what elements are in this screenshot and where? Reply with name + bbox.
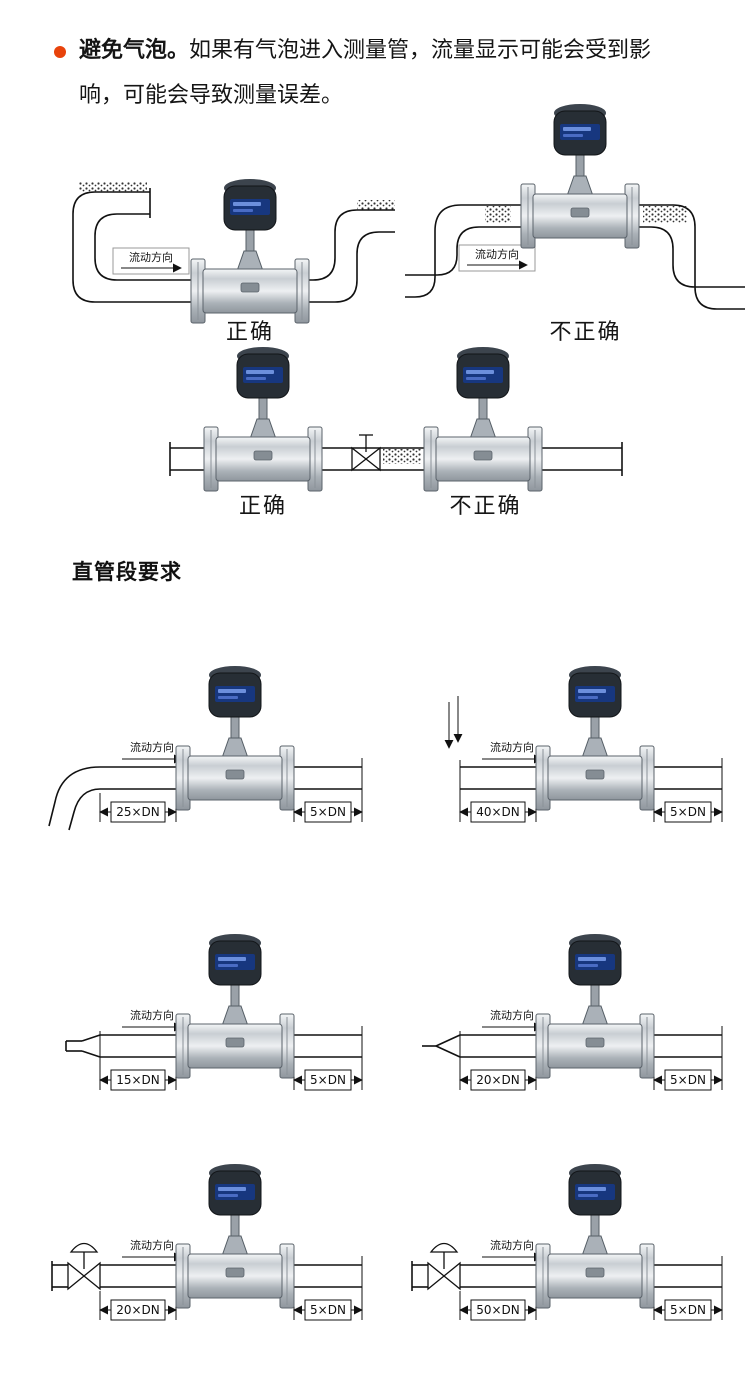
flowmeter-icon bbox=[535, 1163, 655, 1309]
downstream-length-box bbox=[304, 801, 352, 823]
flowmeter-icon bbox=[175, 665, 295, 811]
flowmeter-icon bbox=[203, 346, 323, 492]
upstream-length: 20×DN bbox=[116, 1303, 160, 1317]
flow-direction-text: 流动方向 bbox=[130, 1238, 174, 1252]
straight-run-valve: 流动方向 20×DN 5×DN bbox=[51, 1163, 363, 1321]
valve-icon bbox=[427, 1242, 461, 1291]
caption-correct: 正确 bbox=[225, 320, 274, 345]
flowmeter-icon bbox=[190, 178, 310, 324]
flow-direction-label: 流动方向 bbox=[482, 1238, 543, 1262]
flow-direction-text: 流动方向 bbox=[129, 250, 173, 264]
flow-direction-label: 流动方向 bbox=[122, 740, 183, 764]
flow-direction-text: 流动方向 bbox=[130, 740, 174, 754]
flow-direction-text: 流动方向 bbox=[475, 247, 519, 261]
caption-incorrect: 不正确 bbox=[549, 320, 622, 345]
upstream-length-box bbox=[110, 1069, 166, 1091]
downstream-length-box bbox=[664, 1069, 712, 1091]
downstream-length-box bbox=[304, 1299, 352, 1321]
downstream-length: 5×DN bbox=[310, 1073, 346, 1087]
caption-incorrect-2: 不正确 bbox=[449, 494, 522, 519]
valve-icon bbox=[351, 434, 381, 472]
flow-direction-label: 流动方向 bbox=[458, 244, 536, 272]
upstream-length: 50×DN bbox=[476, 1303, 520, 1317]
valve-icon bbox=[67, 1242, 101, 1291]
flowmeter-icon bbox=[535, 933, 655, 1079]
straight-run-reducer: 流动方向 15×DN 5×DN bbox=[65, 933, 363, 1091]
flow-direction-text: 流动方向 bbox=[490, 1008, 534, 1022]
section-title: 直管段要求 bbox=[72, 560, 182, 584]
flow-direction-label: 流动方向 bbox=[122, 1238, 183, 1262]
flowmeter-icon bbox=[175, 1163, 295, 1309]
bubble-warning-note: 避免气泡。如果有气泡进入测量管，流量显示可能会受到影响，可能会导致测量误差。 bbox=[52, 28, 692, 118]
upstream-length-box bbox=[470, 1299, 526, 1321]
note-title: 避免气泡。 bbox=[79, 38, 190, 63]
bubbles-icon bbox=[643, 206, 687, 223]
flow-direction-text: 流动方向 bbox=[130, 1008, 174, 1022]
downstream-length: 5×DN bbox=[670, 1303, 706, 1317]
flow-direction-text: 流动方向 bbox=[490, 740, 534, 754]
flowmeter-icon bbox=[520, 103, 640, 249]
upstream-length: 15×DN bbox=[116, 1073, 160, 1087]
upstream-length: 20×DN bbox=[476, 1073, 520, 1087]
straight-run-elbow: 流动方向 25×DN 5×DN bbox=[48, 665, 363, 831]
flow-direction-label: 流动方向 bbox=[482, 740, 543, 764]
note-body: 如果有气泡进入测量管，流量显示可能会受到影响，可能会导致测量误差。 bbox=[79, 38, 652, 108]
flow-label-box bbox=[112, 247, 190, 275]
flowmeter-icon bbox=[423, 346, 543, 492]
caption-correct-2: 正确 bbox=[238, 494, 287, 519]
bullet-icon bbox=[54, 46, 66, 58]
straight-run-vertical-inlet: 流动方向 40×DN 5×DN bbox=[444, 665, 723, 823]
downstream-length: 5×DN bbox=[670, 805, 706, 819]
flow-direction-label: 流动方向 bbox=[112, 247, 190, 275]
flow-direction-label: 流动方向 bbox=[482, 1008, 543, 1032]
bubbles-icon bbox=[383, 449, 421, 464]
upstream-length: 25×DN bbox=[116, 805, 160, 819]
note-text: 避免气泡。如果有气泡进入测量管，流量显示可能会受到影响，可能会导致测量误差。 bbox=[79, 28, 667, 118]
upstream-length-box bbox=[470, 801, 526, 823]
straight-run-taper: 流动方向 20×DN 5×DN bbox=[422, 933, 723, 1091]
downstream-length-box bbox=[664, 1299, 712, 1321]
flowmeter-icon bbox=[535, 665, 655, 811]
diagram-incorrect-high-point: 流动方向 bbox=[405, 103, 745, 310]
flow-direction-label: 流动方向 bbox=[122, 1008, 183, 1032]
upstream-length-box bbox=[110, 1299, 166, 1321]
diagram-correct-low-point: 流动方向 bbox=[72, 178, 395, 324]
downstream-length: 5×DN bbox=[670, 1073, 706, 1087]
diagram-valve-line bbox=[169, 346, 623, 492]
downstream-length: 5×DN bbox=[310, 1303, 346, 1317]
downstream-length-box bbox=[664, 801, 712, 823]
bubbles-icon bbox=[357, 200, 395, 210]
upstream-length: 40×DN bbox=[476, 805, 520, 819]
bubbles-icon bbox=[79, 182, 147, 192]
bubbles-icon bbox=[485, 206, 511, 223]
upstream-length-box bbox=[470, 1069, 526, 1091]
downstream-length-box bbox=[304, 1069, 352, 1091]
upstream-length-box bbox=[110, 801, 166, 823]
flowmeter-icon bbox=[175, 933, 295, 1079]
flow-direction-text: 流动方向 bbox=[490, 1238, 534, 1252]
straight-run-valve-2: 流动方向 50×DN 5×DN bbox=[411, 1163, 723, 1321]
downstream-length: 5×DN bbox=[310, 805, 346, 819]
